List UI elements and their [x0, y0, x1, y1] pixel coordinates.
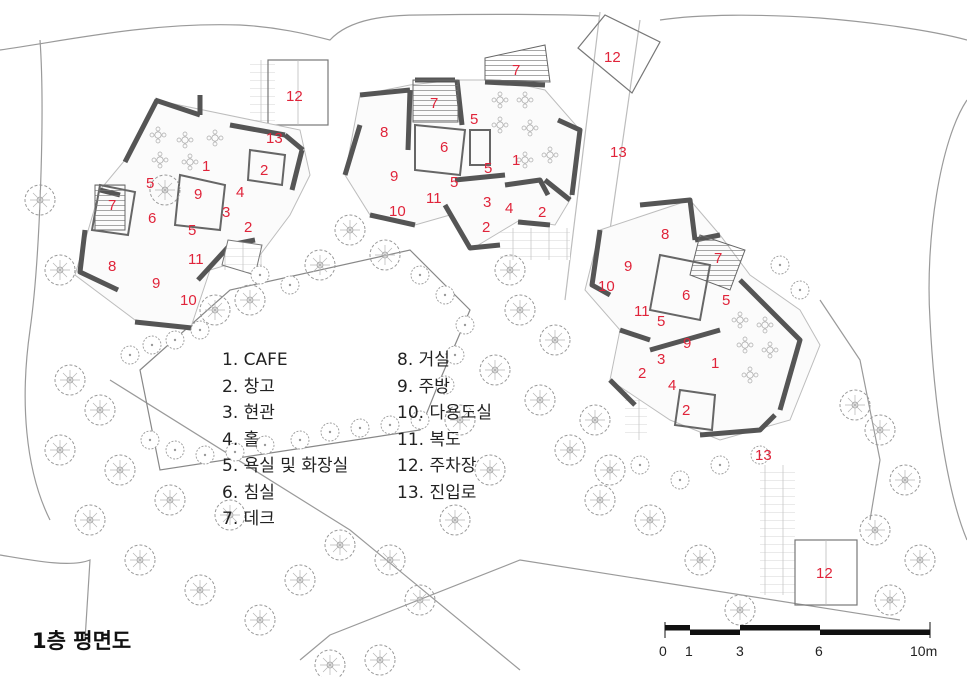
room-tag: 3	[222, 204, 230, 221]
room-tag: 2	[244, 219, 252, 236]
room-tag: 10	[389, 203, 406, 220]
room-tag: 12	[604, 49, 621, 66]
room-tag: 8	[661, 226, 669, 243]
room-tag: 5	[450, 174, 458, 191]
parking-areas	[267, 14, 858, 606]
legend-item: 1. CAFE	[222, 350, 288, 370]
scale-tick-label: 10m	[910, 643, 937, 659]
room-tag: 8	[108, 258, 116, 275]
room-tag: 6	[682, 287, 690, 304]
scale-tick-label: 1	[685, 643, 693, 659]
legend-column-2: 8. 거실 9. 주방 10. 다용도실 11. 복도 12. 주차장 13. …	[397, 347, 492, 506]
room-tag: 9	[152, 275, 160, 292]
room-tag: 2	[482, 219, 490, 236]
room-tag: 10	[598, 278, 615, 295]
room-tag: 5	[484, 160, 492, 177]
room-tag: 7	[108, 197, 116, 214]
room-tag: 13	[610, 144, 627, 161]
scale-tick-label: 0	[659, 643, 667, 659]
legend-item: 8. 거실	[397, 350, 450, 370]
room-tag: 11	[188, 251, 204, 268]
room-tag: 9	[390, 168, 398, 185]
legend-item: 13. 진입로	[397, 482, 477, 503]
room-tag: 5	[657, 313, 665, 330]
room-tag: 5	[470, 111, 478, 128]
legend-item: 5. 욕실 및 화장실	[222, 456, 349, 476]
room-tag: 3	[657, 351, 665, 368]
room-tag: 5	[722, 292, 730, 309]
drawing-title: 1층 평면도	[32, 629, 132, 653]
room-tag: 9	[624, 258, 632, 275]
room-tag: 6	[148, 210, 156, 227]
room-tag: 12	[286, 88, 303, 105]
room-tag: 9	[683, 335, 691, 352]
scale-bar: 0 1 3 6 10m	[659, 622, 937, 659]
room-tag: 6	[440, 139, 448, 156]
room-tag: 7	[512, 62, 520, 79]
legend-item: 12. 주차장	[397, 456, 477, 476]
room-tag: 3	[483, 194, 491, 211]
room-tag: 4	[236, 184, 244, 201]
room-tag: 9	[194, 186, 202, 203]
scale-tick-label: 3	[736, 643, 744, 659]
room-tag: 13	[266, 130, 283, 147]
room-tag: 11	[634, 303, 650, 320]
legend-item: 6. 침실	[222, 482, 275, 503]
room-tag: 7	[430, 95, 438, 112]
legend-column-1: 1. CAFE 2. 창고 3. 현관 4. 홀 5. 욕실 및 화장실 6. …	[222, 347, 348, 533]
legend-item: 10. 다용도실	[397, 403, 492, 423]
room-tag: 5	[188, 222, 196, 239]
building-left	[74, 95, 311, 331]
room-tag: 10	[180, 292, 197, 309]
legend-item: 3. 현관	[222, 403, 275, 423]
scale-tick-label: 6	[815, 643, 823, 659]
room-tag: 1	[512, 152, 520, 169]
site-lines	[0, 11, 967, 671]
legend-item: 4. 홀	[222, 429, 260, 450]
building-middle	[342, 44, 583, 251]
room-tag: 1	[711, 355, 719, 372]
legend-item: 2. 창고	[222, 376, 275, 397]
room-tag: 5	[146, 175, 154, 192]
room-tag: 7	[714, 250, 722, 267]
legend-item: 7. 데크	[222, 509, 275, 529]
room-tag: 2	[260, 162, 268, 179]
legend-item: 11. 복도	[397, 429, 461, 450]
room-tag: 1	[202, 158, 210, 175]
room-tag: 2	[638, 365, 646, 382]
room-tag: 4	[668, 377, 676, 394]
building-right	[584, 197, 821, 441]
room-tag: 12	[816, 565, 833, 582]
legend-item: 9. 주방	[397, 376, 450, 397]
room-tag: 13	[755, 447, 772, 464]
room-tag: 11	[426, 190, 442, 207]
room-tag: 4	[505, 200, 513, 217]
room-tag: 2	[682, 402, 690, 419]
room-tag: 8	[380, 124, 388, 141]
room-tag: 2	[538, 204, 546, 221]
room-number-tags: 1 2 13 12 5 9 4 3 7 6 5 2 11 8 9 10 8 7 …	[108, 49, 833, 582]
